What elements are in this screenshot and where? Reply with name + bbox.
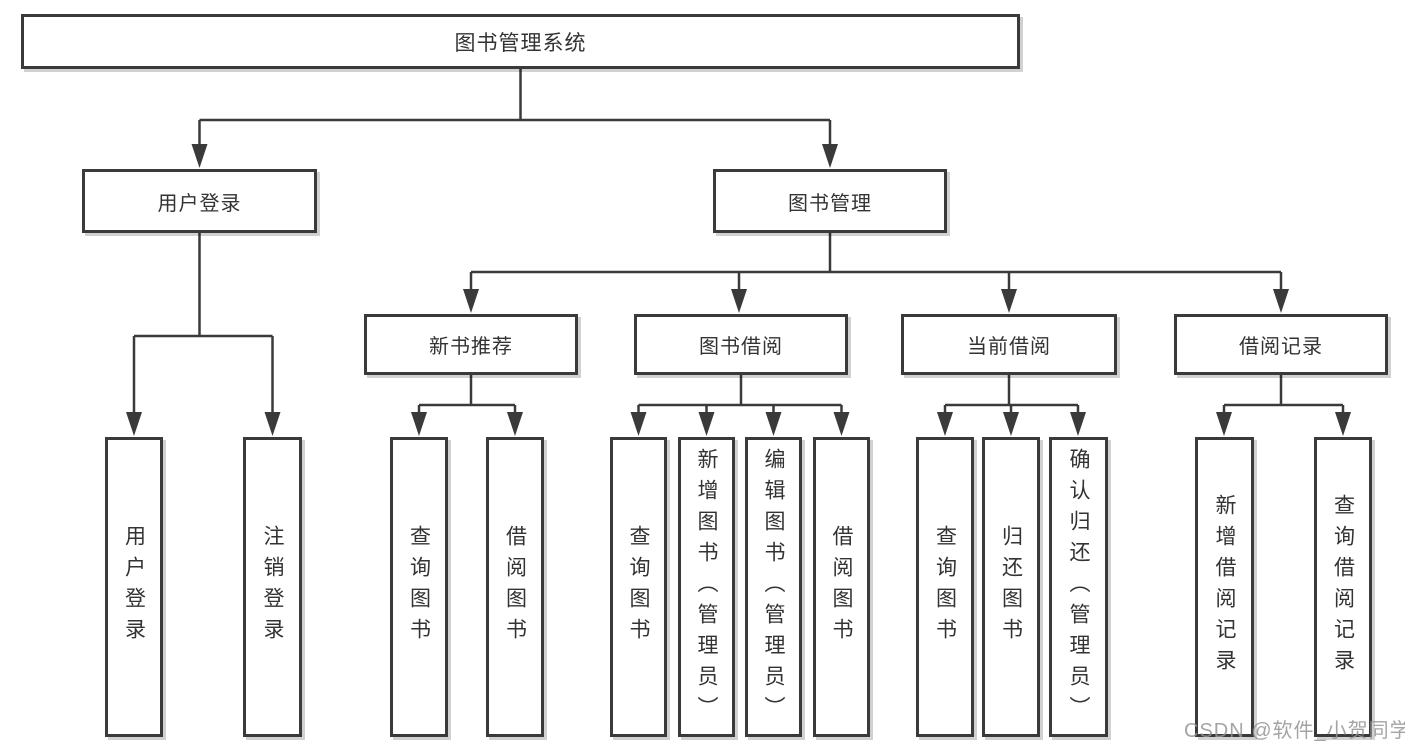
node-confirm-return-admin-label: 确认归还（管理员） (1067, 447, 1090, 727)
node-borrowing-records: 借阅记录 (1174, 314, 1388, 375)
node-query-borrow-record-label: 查询借阅记录 (1331, 494, 1355, 680)
node-add-borrow-record: 新增借阅记录 (1195, 437, 1254, 737)
node-current-borrowing-label: 当前借阅 (967, 336, 1051, 358)
node-return-books: 归还图书 (982, 437, 1040, 737)
node-new-book-recommendation: 新书推荐 (364, 314, 578, 375)
node-logout-label: 注销登录 (261, 525, 284, 649)
node-book-management-label: 图书管理 (788, 192, 872, 215)
node-borrowing-records-label: 借阅记录 (1239, 336, 1323, 358)
node-new-book-recommendation-label: 新书推荐 (429, 336, 513, 358)
node-library-system-label: 图书管理系统 (454, 31, 587, 55)
node-user-login: 用户登录 (82, 169, 317, 233)
node-borrow-books-recommend-label: 借阅图书 (503, 525, 527, 649)
node-borrow-books-label: 借阅图书 (830, 525, 853, 649)
node-borrow-books-recommend: 借阅图书 (486, 437, 544, 737)
node-library-system: 图书管理系统 (21, 14, 1020, 69)
node-query-books-borrow: 查询图书 (610, 437, 667, 737)
arrowheads (126, 144, 1351, 436)
node-current-borrowing: 当前借阅 (901, 314, 1117, 375)
node-book-management: 图书管理 (713, 169, 947, 233)
node-logout: 注销登录 (243, 437, 302, 737)
node-return-books-label: 归还图书 (999, 525, 1023, 649)
node-edit-books-admin: 编辑图书（管理员） (745, 437, 802, 737)
node-query-books-current: 查询图书 (916, 437, 974, 737)
node-user-login-label: 用户登录 (157, 192, 242, 215)
node-borrow-books: 借阅图书 (813, 437, 870, 737)
node-user-login-leaf-label: 用户登录 (122, 525, 146, 649)
node-query-books-current-label: 查询图书 (933, 525, 957, 649)
node-edit-books-admin-label: 编辑图书（管理员） (762, 447, 785, 727)
node-add-borrow-record-label: 新增借阅记录 (1213, 494, 1236, 680)
node-add-books-admin: 新增图书（管理员） (678, 437, 735, 737)
node-add-books-admin-label: 新增图书（管理员） (695, 447, 718, 727)
node-query-borrow-record: 查询借阅记录 (1314, 437, 1372, 737)
node-query-books-borrow-label: 查询图书 (627, 525, 650, 649)
watermark: CSDN @软件_小贺同学 (1184, 720, 1405, 742)
node-book-borrowing-label: 图书借阅 (699, 336, 783, 358)
node-book-borrowing: 图书借阅 (634, 314, 848, 375)
node-user-login-leaf: 用户登录 (105, 437, 163, 737)
node-confirm-return-admin: 确认归还（管理员） (1049, 437, 1108, 737)
node-query-books-recommend: 查询图书 (390, 437, 448, 737)
node-query-books-recommend-label: 查询图书 (407, 525, 431, 649)
